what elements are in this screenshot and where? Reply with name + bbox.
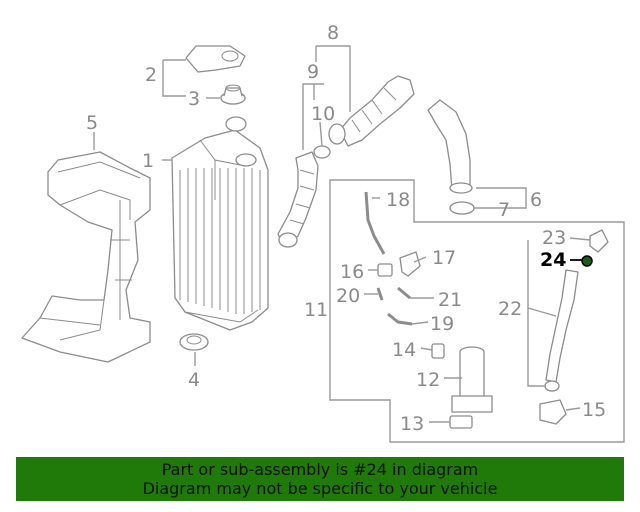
intercooler[interactable]	[171, 116, 269, 331]
callout-1: 1	[142, 150, 154, 172]
callout-15: 15	[582, 399, 606, 421]
hose-21[interactable]	[397, 286, 411, 300]
callout-20: 20	[336, 285, 360, 307]
air-duct-bracket[interactable]	[21, 151, 151, 363]
banner-line-1: Part or sub-assembly is #24 in diagram	[161, 460, 479, 479]
callout-17: 17	[432, 247, 456, 269]
callout-6: 6	[530, 189, 542, 211]
sensor-16[interactable]	[377, 263, 393, 277]
hose-20[interactable]	[376, 287, 384, 301]
callout-12: 12	[416, 369, 440, 391]
callout-11: 11	[304, 299, 328, 321]
intake-hose-upper[interactable]	[328, 75, 415, 147]
fitting-23[interactable]	[589, 229, 609, 253]
callout-2: 2	[145, 64, 157, 86]
hose-clamp-10[interactable]	[313, 145, 331, 159]
callout-5: 5	[86, 112, 98, 134]
subassembly-outline	[329, 179, 625, 443]
valve-15[interactable]	[539, 399, 567, 425]
fitting-14[interactable]	[431, 343, 445, 359]
callout-3: 3	[188, 88, 200, 110]
intake-hose-lower[interactable]	[277, 151, 319, 248]
callout-9: 9	[307, 61, 319, 83]
callout-7: 7	[498, 199, 510, 221]
info-banner: Part or sub-assembly is #24 in diagram D…	[16, 457, 624, 501]
callout-8: 8	[327, 22, 339, 44]
grommet-top[interactable]	[220, 84, 246, 105]
banner-line-2: Diagram may not be specific to your vehi…	[142, 479, 498, 498]
hose-clamp-7[interactable]	[449, 201, 475, 215]
hose-22[interactable]	[544, 269, 579, 392]
outlet-pipe[interactable]	[427, 99, 473, 194]
callout-4: 4	[188, 369, 200, 391]
callout-10: 10	[311, 103, 335, 125]
callout-22: 22	[498, 298, 522, 320]
callout-18: 18	[386, 189, 410, 211]
bracket-17[interactable]	[399, 251, 421, 277]
parts-diagram: 1 2 3 4 5 6 7 8 9 10 11 12 13 14 15 16 1…	[21, 22, 625, 443]
callout-16: 16	[340, 261, 364, 283]
o-ring-24-highlight[interactable]	[581, 255, 593, 267]
callout-19: 19	[430, 313, 454, 335]
callout-14: 14	[392, 339, 416, 361]
grommet-bottom[interactable]	[179, 333, 209, 351]
bracket-plate[interactable]	[185, 45, 246, 73]
callout-13: 13	[400, 413, 424, 435]
leader-lines	[93, 45, 591, 423]
callout-21: 21	[438, 289, 462, 311]
connector-13[interactable]	[449, 415, 473, 429]
valve-housing-12[interactable]	[451, 346, 493, 413]
vacuum-line-18[interactable]	[364, 191, 386, 255]
hose-19[interactable]	[387, 312, 413, 326]
callout-24: 24	[540, 249, 566, 271]
callout-23: 23	[542, 227, 566, 249]
